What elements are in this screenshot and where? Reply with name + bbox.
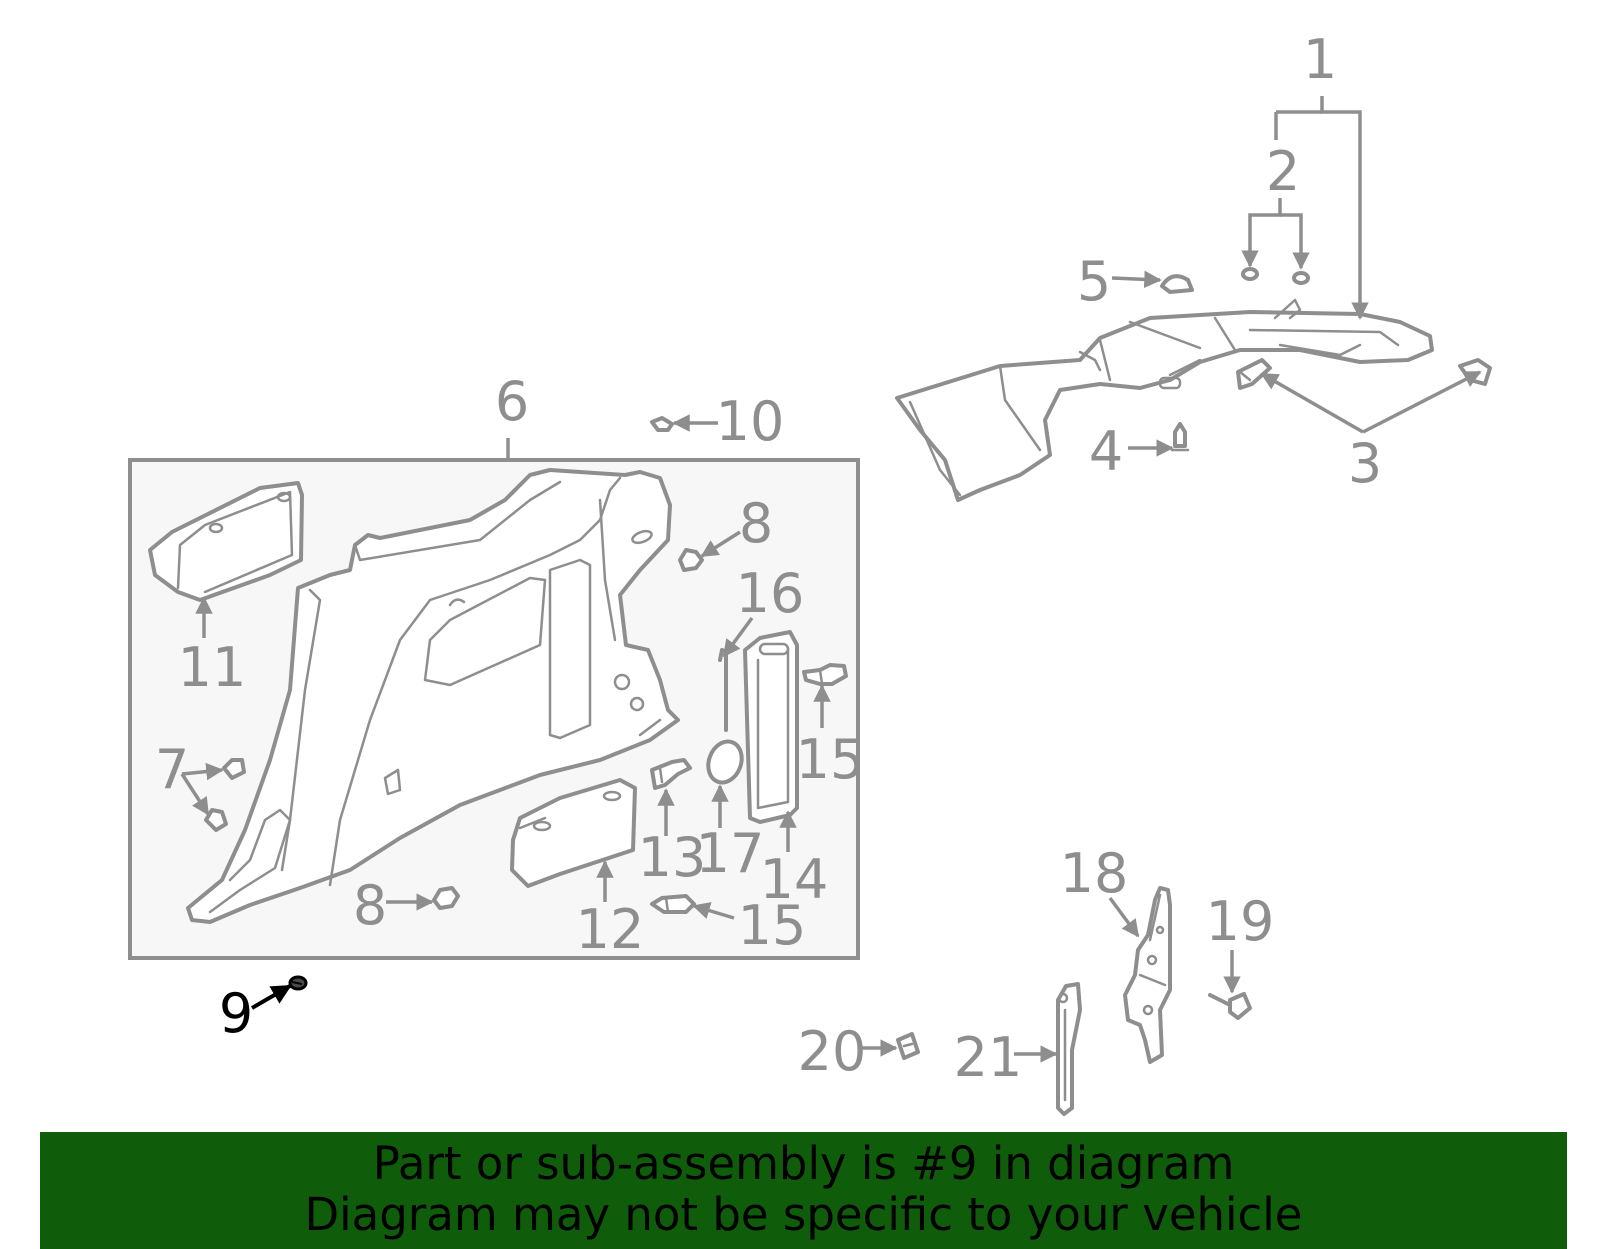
clip-9-icon	[288, 975, 308, 991]
cap-5-icon	[1160, 274, 1194, 294]
screw-4-icon	[1170, 422, 1190, 452]
grommet-17-icon	[706, 739, 744, 785]
callout-21: 21	[954, 1026, 1023, 1089]
bracket-18	[1123, 886, 1172, 1064]
callout-14: 14	[760, 848, 829, 911]
cover-panel-12	[510, 778, 637, 888]
callout-1: 1	[1303, 28, 1337, 91]
callout-20: 20	[798, 1020, 867, 1083]
callout-17: 17	[696, 822, 765, 885]
banner-line-2: Diagram may not be specific to your vehi…	[304, 1188, 1303, 1241]
callout-18: 18	[1060, 842, 1129, 905]
clip-8a-icon	[678, 548, 704, 572]
clip-15b-icon	[650, 894, 696, 914]
info-banner: Part or sub-assembly is #9 in diagram Di…	[40, 1132, 1567, 1249]
pocket-cover-11	[148, 481, 304, 602]
callout-6: 6	[495, 370, 529, 433]
retainer-clip-2b-icon	[1292, 271, 1310, 285]
leader-lines	[180, 96, 1482, 1063]
callout-10: 10	[716, 390, 785, 453]
screw-7a-icon	[222, 758, 246, 780]
callout-2: 2	[1266, 140, 1300, 203]
callout-4: 4	[1089, 420, 1123, 483]
callout-8-lower: 8	[353, 874, 387, 937]
callout-19: 19	[1206, 890, 1275, 953]
callout-16: 16	[736, 562, 805, 625]
clip-10-icon	[650, 416, 674, 432]
clip-8b-icon	[432, 886, 460, 910]
quarter-trim-panel-6	[186, 468, 680, 924]
callout-9: 9	[219, 982, 253, 1045]
callout-15-lower: 15	[738, 894, 807, 957]
callout-15-upper: 15	[796, 728, 865, 791]
bolt-19-icon	[1208, 992, 1252, 1020]
trim-panel-14	[743, 630, 799, 824]
retainer-clip-2a-icon	[1241, 267, 1259, 281]
callout-7: 7	[155, 738, 189, 801]
callout-11: 11	[178, 636, 247, 699]
fastener-13-icon	[650, 758, 692, 790]
parts-diagram: 1 2 3 4 5 6 7 8 8 9 10 11 12 13 14 15 15…	[128, 28, 1492, 1116]
callout-5: 5	[1077, 250, 1111, 313]
bracket-21	[1056, 982, 1082, 1116]
clip-20-icon	[896, 1032, 920, 1060]
callout-12: 12	[576, 898, 645, 961]
screw-7b-icon	[204, 808, 228, 832]
callout-13: 13	[638, 826, 707, 889]
banner-line-1: Part or sub-assembly is #9 in diagram	[372, 1137, 1235, 1190]
upper-trim-assembly	[895, 298, 1434, 502]
clip-15a-icon	[802, 663, 848, 686]
callout-3: 3	[1348, 432, 1382, 495]
callout-8-upper: 8	[739, 492, 773, 555]
callout-labels: 1 2 3 4 5 6 7 8 8 9 10 11 12 13 14 15 15…	[155, 28, 1382, 1089]
